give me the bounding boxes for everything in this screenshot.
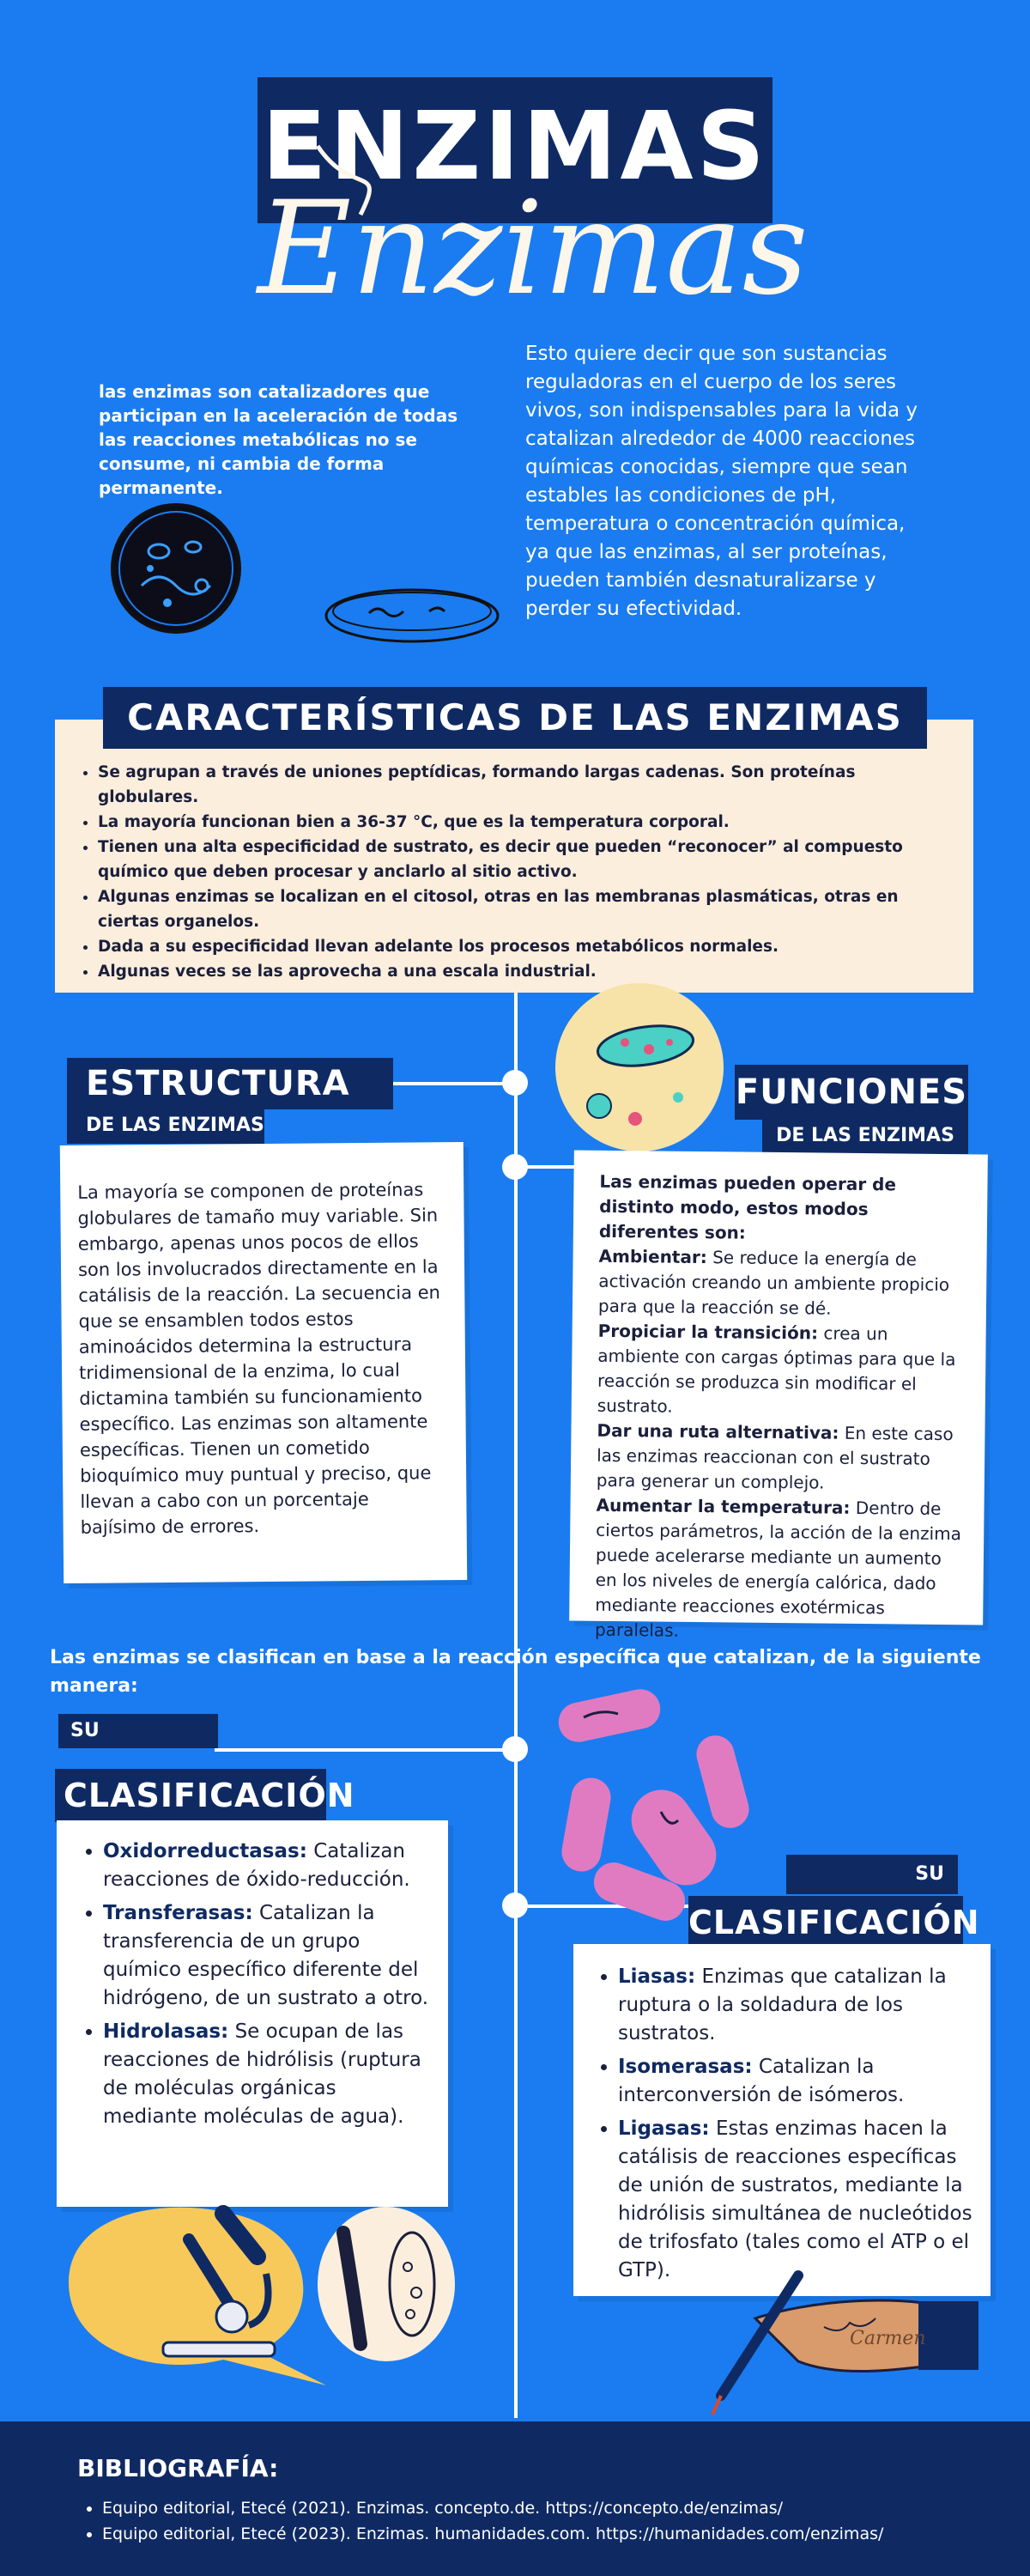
- list-item: Tienen una alta especificidad de sustrat…: [98, 835, 961, 884]
- classification-right-card: Liasas: Enzimas que catalizan la ruptura…: [573, 1944, 991, 2296]
- intro-definition: las enzimas son catalizadores que partic…: [99, 381, 458, 498]
- connector-line: [515, 1165, 609, 1169]
- classification-right-su: SU: [915, 1863, 944, 1885]
- structure-subtitle-banner: DE LAS ENZIMAS: [67, 1108, 264, 1144]
- timeline-dot: [502, 1070, 528, 1096]
- functions-subtitle: DE LAS ENZIMAS: [776, 1125, 954, 1146]
- bibliography-item: Equipo editorial, Etecé (2021). Enzimas.…: [102, 2495, 1009, 2521]
- page-title: ENZIMAS: [262, 91, 768, 201]
- classification-item: Oxidorreductasas: Catalizan reacciones d…: [103, 1838, 431, 1894]
- swirl-decoration-icon: [315, 144, 372, 216]
- structure-text: La mayoría se componen de proteínas glob…: [77, 1179, 441, 1538]
- function-item: Ambientar: Se reduce la energía de activ…: [597, 1245, 950, 1319]
- function-item: Dar una ruta alternativa: En este caso l…: [596, 1419, 954, 1493]
- functions-intro: Las enzimas pueden operar de distinto mo…: [598, 1170, 897, 1243]
- classification-right-title-banner: CLASIFICACIÓN: [688, 1896, 980, 1949]
- classification-item: Transferasas: Catalizan la transferencia…: [103, 1899, 431, 2013]
- bibliography-panel: [0, 2421, 1030, 2576]
- intro-explanation: Esto quiere decir que son sustancias reg…: [525, 343, 918, 620]
- list-item: Algunas veces se las aprovecha a una esc…: [98, 959, 961, 984]
- timeline-line: [514, 993, 518, 2418]
- signature-text: Carmen: [850, 2328, 926, 2349]
- classification-left-su-banner: SU: [58, 1714, 218, 1748]
- list-item: Se agrupan a través de uniones peptídica…: [98, 760, 961, 810]
- characteristics-panel: [55, 720, 973, 993]
- characteristics-list: Se agrupan a través de uniones peptídica…: [77, 760, 961, 984]
- connector-line: [378, 1082, 515, 1085]
- bacteria-bubble-icon: [555, 983, 724, 1151]
- function-item: Propiciar la transición: crea un ambient…: [597, 1320, 956, 1417]
- bibliography-item: Equipo editorial, Etecé (2023). Enzimas.…: [102, 2521, 1009, 2547]
- classification-item: Hidrolasas: Se ocupan de las reacciones …: [103, 2018, 431, 2131]
- bibliography-title: BIBLIOGRAFÍA:: [77, 2454, 279, 2482]
- classification-item: Ligasas: Estas enzimas hacen la catálisi…: [618, 2115, 978, 2285]
- structure-card: La mayoría se componen de proteínas glob…: [59, 1141, 468, 1584]
- hand-writing-icon: Carmen: [711, 2270, 978, 2415]
- page-title-script: Enzimas: [258, 174, 809, 324]
- petri-dish-microbes-icon: [111, 503, 241, 634]
- functions-title: FUNCIONES: [735, 1072, 968, 1112]
- classification-left-title-banner: CLASIFICACIÓN: [55, 1769, 355, 1822]
- bibliography-list: Equipo editorial, Etecé (2021). Enzimas.…: [82, 2495, 1009, 2547]
- title-banner: ENZIMAS: [258, 77, 772, 223]
- classification-item: Isomerasas: Catalizan la interconversión…: [618, 2053, 978, 2110]
- list-item: Algunas enzimas se localizan en el citos…: [98, 884, 961, 934]
- structure-subtitle: DE LAS ENZIMAS: [86, 1115, 264, 1136]
- bacteria-sketch-icon: [318, 2207, 455, 2361]
- classification-left-card: Oxidorreductasas: Catalizan reacciones d…: [57, 1820, 448, 2207]
- classification-right-su-banner: SU: [786, 1855, 958, 1894]
- classification-left-title: CLASIFICACIÓN: [64, 1777, 355, 1814]
- classification-intro: Las enzimas se clasifican en base a la r…: [50, 1647, 981, 1697]
- structure-title: ESTRUCTURA: [86, 1064, 350, 1103]
- microscope-icon: [69, 2205, 326, 2385]
- characteristics-title: CARACTERÍSTICAS DE LAS ENZIMAS: [103, 687, 927, 749]
- list-item: Dada a su especificidad llevan adelante …: [98, 934, 961, 959]
- classification-item: Liasas: Enzimas que catalizan la ruptura…: [618, 1963, 978, 2048]
- functions-subtitle-banner: DE LAS ENZIMAS: [762, 1118, 968, 1154]
- functions-card: Las enzimas pueden operar de distinto mo…: [569, 1150, 988, 1641]
- pink-bacteria-icon: [558, 1689, 749, 1921]
- classification-left-su: SU: [70, 1720, 100, 1741]
- timeline-dot: [502, 1154, 528, 1180]
- connector-line: [215, 1748, 515, 1752]
- classification-right-title: CLASIFICACIÓN: [688, 1904, 980, 1941]
- functions-title-banner: FUNCIONES: [735, 1065, 968, 1120]
- structure-title-banner: ESTRUCTURA: [67, 1058, 393, 1109]
- petri-dish-icon: [324, 588, 500, 643]
- list-item: La mayoría funcionan bien a 36-37 °C, qu…: [98, 810, 961, 835]
- timeline-dot: [502, 1736, 528, 1762]
- function-item: Aumentar la temperatura: Dentro de ciert…: [594, 1494, 962, 1641]
- timeline-dot: [502, 1893, 528, 1918]
